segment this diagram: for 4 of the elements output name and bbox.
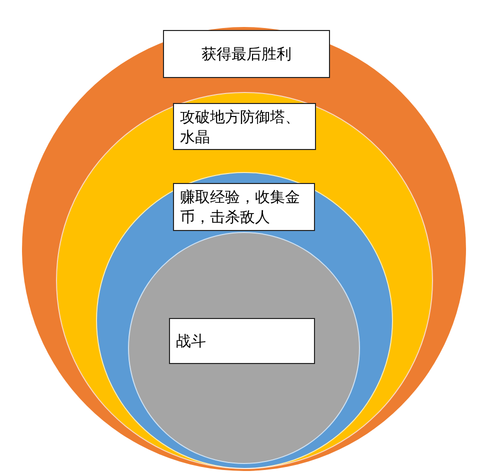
text-box: 战斗 (169, 318, 315, 364)
text-box: 攻破地方防御塔、水晶 (173, 103, 316, 150)
text-box: 获得最后胜利 (163, 30, 330, 78)
text-box: 赚取经验，收集金币，击杀敌人 (173, 183, 315, 231)
